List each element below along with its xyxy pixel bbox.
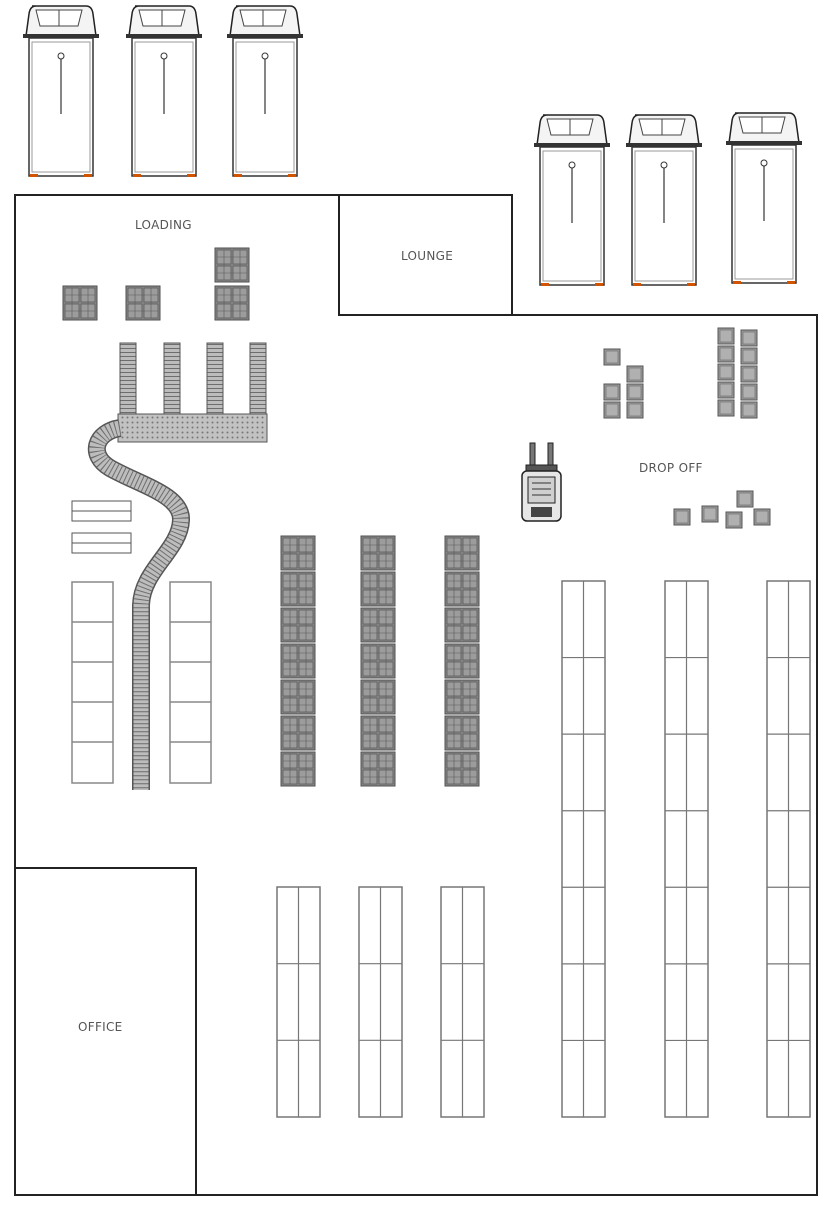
delivery-truck-icon xyxy=(226,5,304,178)
conveyor-system xyxy=(87,342,268,790)
pallet-column xyxy=(360,535,396,787)
office-room xyxy=(15,867,197,1195)
conveyor-lane xyxy=(163,342,181,416)
pallet xyxy=(214,285,250,321)
pallet xyxy=(62,285,98,321)
conveyor-lane xyxy=(249,342,267,416)
pallet xyxy=(444,715,480,751)
box xyxy=(603,383,621,401)
pallet xyxy=(280,643,316,679)
box xyxy=(603,401,621,419)
rack-unit xyxy=(561,580,606,1118)
box xyxy=(725,511,743,529)
delivery-truck-icon xyxy=(125,5,203,178)
pallet xyxy=(280,607,316,643)
pallet xyxy=(280,679,316,715)
pallet-columns xyxy=(280,535,480,787)
box xyxy=(673,508,691,526)
forklift-icon xyxy=(521,442,562,522)
pallet xyxy=(360,535,396,571)
box xyxy=(626,401,644,419)
conveyor-merge xyxy=(117,413,268,443)
pallet xyxy=(214,247,250,283)
loading-label: LOADING xyxy=(135,218,192,232)
shelf-unit xyxy=(71,581,114,784)
pallet xyxy=(360,571,396,607)
drop-off-label: DROP OFF xyxy=(639,461,703,475)
box xyxy=(701,505,719,523)
pallet xyxy=(280,571,316,607)
delivery-truck-icon xyxy=(725,112,803,285)
rack-unit xyxy=(440,886,485,1118)
pallet xyxy=(444,751,480,787)
pallet xyxy=(444,607,480,643)
pallet xyxy=(360,607,396,643)
box xyxy=(736,490,754,508)
pallet-column xyxy=(280,535,316,787)
pallet xyxy=(125,285,161,321)
box-stack xyxy=(717,327,758,419)
rack-unit xyxy=(766,580,811,1118)
pallet xyxy=(444,643,480,679)
pallet xyxy=(444,535,480,571)
box xyxy=(626,383,644,401)
pallet xyxy=(280,715,316,751)
shelf-unit xyxy=(169,581,212,784)
office-label: OFFICE xyxy=(78,1020,123,1034)
benches xyxy=(71,500,132,554)
pallet xyxy=(444,679,480,715)
drop-off-stacks xyxy=(603,327,771,529)
building-walls xyxy=(14,194,818,1196)
rack-unit xyxy=(664,580,709,1118)
pallet xyxy=(360,679,396,715)
pallet xyxy=(360,643,396,679)
delivery-truck-icon xyxy=(533,114,611,287)
delivery-truck-icon xyxy=(625,114,703,287)
side-shelving xyxy=(71,581,212,784)
pallet-column xyxy=(444,535,480,787)
storage-racks xyxy=(276,580,811,1118)
pallet xyxy=(444,571,480,607)
lounge-room xyxy=(338,194,513,316)
conveyor-lane xyxy=(206,342,224,416)
rack-unit xyxy=(276,886,321,1118)
pallet xyxy=(360,715,396,751)
pallet xyxy=(280,535,316,571)
rack-unit xyxy=(358,886,403,1118)
pallet xyxy=(360,751,396,787)
delivery-truck-icon xyxy=(22,5,100,178)
conveyor-lane xyxy=(119,342,137,416)
pallet xyxy=(280,751,316,787)
loading-pallets xyxy=(62,247,250,321)
box xyxy=(753,508,771,526)
lounge-label: LOUNGE xyxy=(401,249,453,263)
box xyxy=(626,365,644,383)
box xyxy=(603,348,621,366)
trucks xyxy=(22,5,803,287)
